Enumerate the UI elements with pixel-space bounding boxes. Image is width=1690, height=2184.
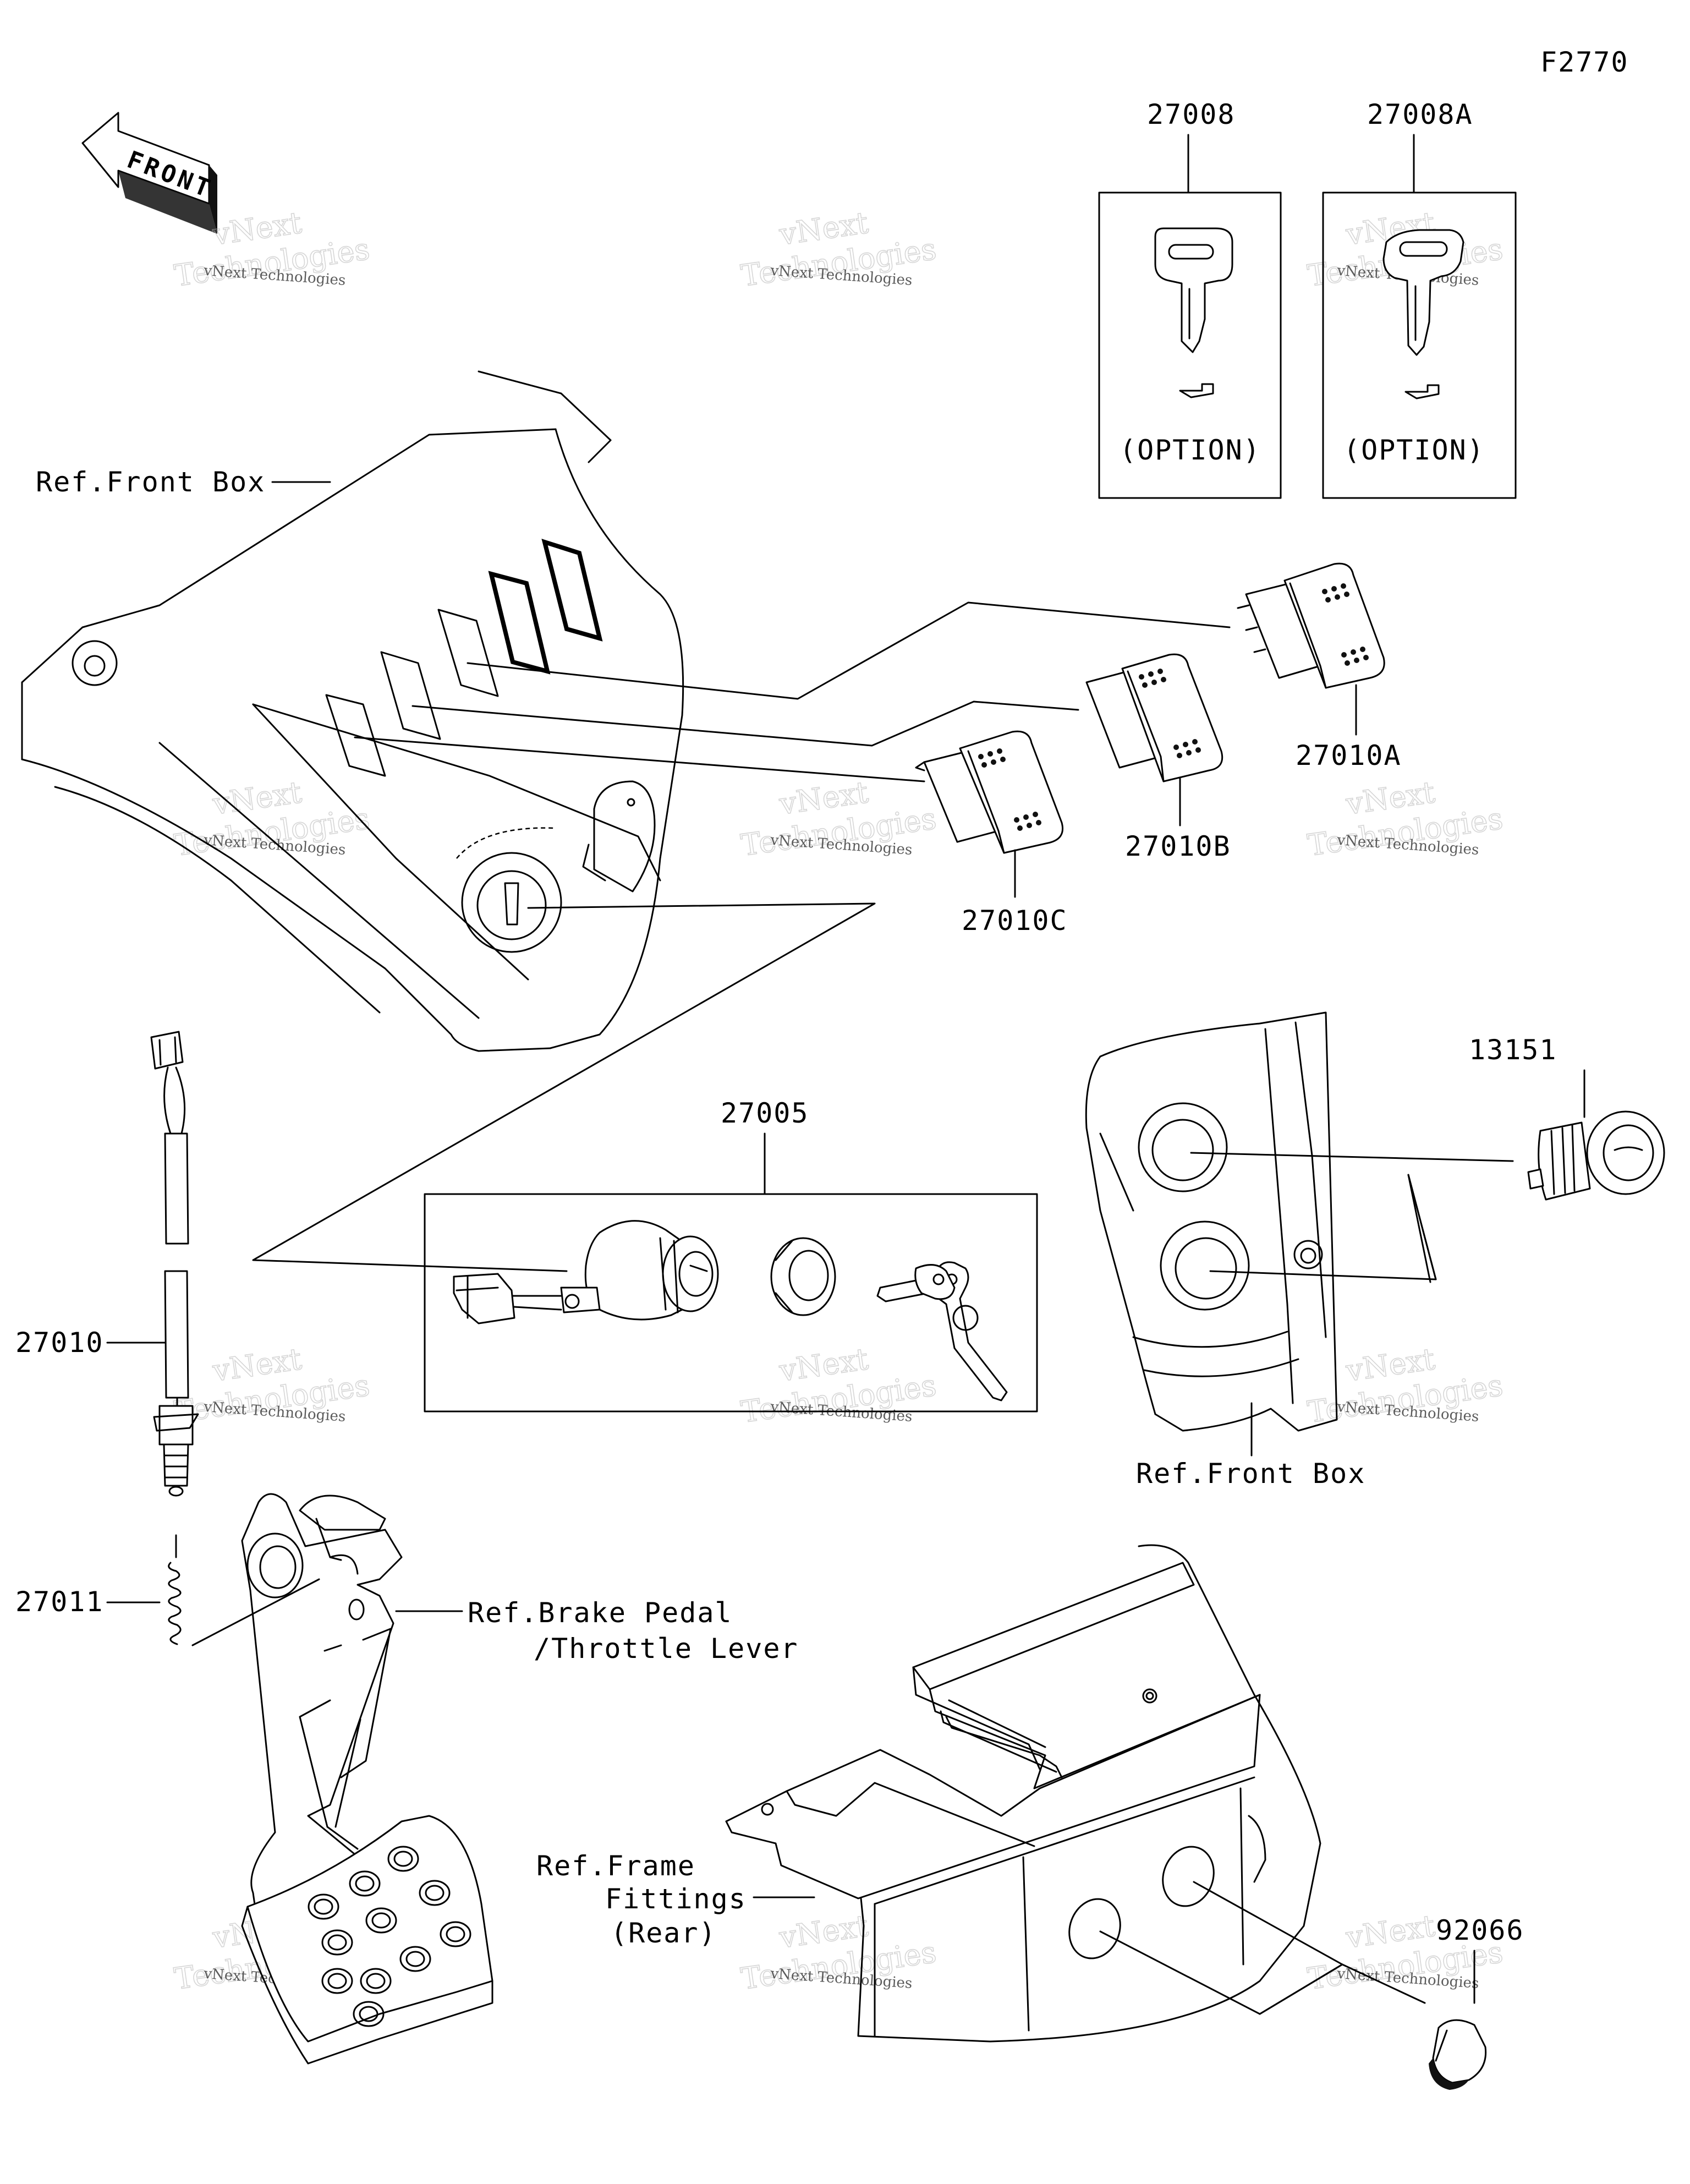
key-icon — [1382, 229, 1464, 399]
option-label: (OPTION) — [1120, 434, 1261, 466]
part-number-27011: 27011 — [15, 1586, 104, 1618]
switch-dots-icon — [978, 748, 1041, 831]
part-number-27010C: 27010C — [962, 905, 1068, 937]
switch-slot-blank — [437, 609, 499, 697]
key-icon — [1154, 227, 1233, 398]
frame-fittings-rear — [725, 1544, 1426, 2043]
watermark: vNext Technologies vNext Technologies — [1305, 774, 1505, 863]
front-arrow-icon: FRONT — [81, 112, 217, 234]
watermark: vNext Technologies vNext Technologies — [172, 774, 372, 863]
watermark: vNext Technologies vNext Technologies — [738, 1341, 939, 1430]
ignition-switch-27005: 27005 — [424, 1097, 1038, 1413]
part-number-27005: 27005 — [721, 1097, 809, 1129]
ref-front-box-label: Ref.Front Box — [36, 466, 265, 498]
rocker-switch-27010C: 27010C — [915, 730, 1068, 937]
ignition-switch-socket — [456, 827, 562, 953]
rocker-switch-27010B: 27010B — [1085, 653, 1231, 862]
ignition-switch-body-icon — [453, 1220, 719, 1324]
ref-frame-fittings-label: Fittings — [605, 1883, 747, 1915]
part-number-27010A: 27010A — [1296, 740, 1402, 771]
part-number-27008: 27008 — [1147, 98, 1236, 130]
rocker-switch-27010A: 27010A — [1237, 562, 1402, 771]
switch-slot-blank — [325, 694, 386, 777]
watermark: vNext Technologies vNext Technologies — [738, 774, 939, 863]
power-socket-13151: 13151 — [1469, 1034, 1665, 1201]
plug-92066: 92066 — [1429, 1914, 1524, 2090]
ref-throttle-lever-label: /Throttle Lever — [534, 1633, 799, 1665]
spring-27011 — [168, 1562, 182, 1645]
ignition-key-icon — [876, 1261, 1008, 1402]
part-number-27010B: 27010B — [1125, 830, 1231, 862]
part-number-27010: 27010 — [15, 1327, 104, 1359]
part-number-92066: 92066 — [1436, 1914, 1524, 1946]
leader-lines-switches — [252, 601, 1231, 1272]
front-box-dashboard — [21, 370, 684, 1052]
switch-dots-icon — [1322, 583, 1369, 666]
option-label: (OPTION) — [1343, 434, 1485, 466]
part-number-27008A: 27008A — [1367, 98, 1473, 130]
pedal-hole-icon — [308, 1846, 471, 2027]
switch-dots-icon — [1139, 669, 1201, 758]
switch-slot-filled — [488, 571, 551, 675]
watermark: vNext Technologies vNext Technologies — [738, 205, 939, 294]
ref-frame-label: Ref.Frame — [536, 1850, 695, 1882]
switch-slot-blank — [380, 651, 441, 740]
nut-icon — [770, 1237, 836, 1316]
ref-frame-rear-label: (Rear) — [611, 1917, 717, 1949]
ref-front-box-label: Ref.Front Box — [1136, 1458, 1365, 1490]
part-number-13151: 13151 — [1469, 1034, 1557, 1066]
front-box-side — [1085, 1011, 1514, 1432]
brake-pedal — [191, 1493, 493, 2065]
watermark: vNext Technologies vNext Technologies — [1305, 1908, 1505, 1997]
figure-code: F2770 — [1540, 46, 1629, 78]
watermark: vNext Technologies vNext Technologies — [172, 1341, 372, 1430]
key-27008A: 27008A (OPTION) — [1322, 98, 1517, 499]
brake-switch-27010 — [150, 1031, 199, 1558]
watermark: vNext Technologies vNext Technologies — [738, 1908, 939, 1997]
switch-slot-filled — [541, 539, 603, 642]
ref-brake-pedal-label: Ref.Brake Pedal — [468, 1597, 733, 1629]
key-27008: 27008 (OPTION) — [1098, 98, 1282, 499]
